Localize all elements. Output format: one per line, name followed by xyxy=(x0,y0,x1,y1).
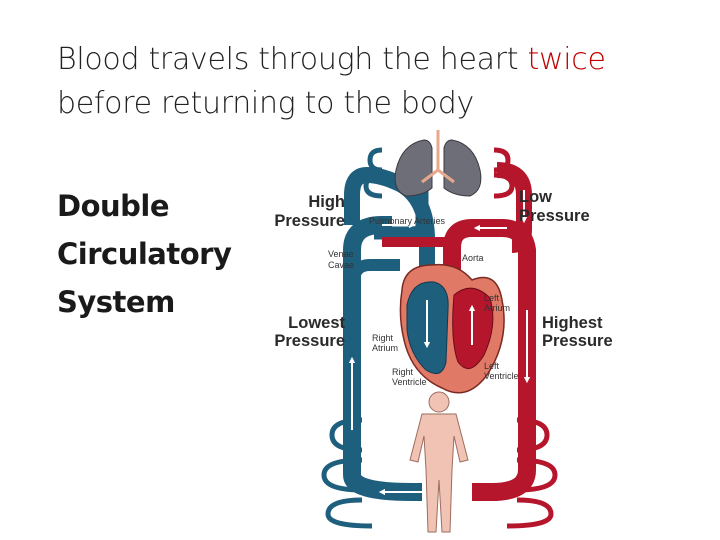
title-part-2: before returning to the body xyxy=(57,86,474,121)
side-label-line-3: System xyxy=(57,285,175,319)
label-left-ventricle-1: Left xyxy=(484,361,500,371)
body-head xyxy=(428,391,450,413)
lowest-pressure-line-1: Lowest xyxy=(288,314,345,332)
body-capillaries-left xyxy=(321,417,373,529)
body-torso xyxy=(409,413,469,533)
slide-title: Blood travels through the heart twice be… xyxy=(57,38,697,126)
high-pressure-line-1: High xyxy=(308,193,345,211)
body-capillaries-right xyxy=(506,417,558,529)
label-left-atrium-1: Left xyxy=(484,293,500,303)
circulation-diagram-svg: High Pressure Low Pressure Lowest Pressu… xyxy=(274,130,613,533)
lungs-illustration xyxy=(394,130,482,197)
highest-pressure-line-2: Pressure xyxy=(542,332,613,350)
low-pressure-line-1: Low xyxy=(519,188,552,206)
label-venae-cavae-2: Cavae xyxy=(328,260,354,270)
low-pressure-line-2: Pressure xyxy=(519,207,590,225)
right-lung xyxy=(443,139,482,197)
label-right-ventricle-2: Ventricle xyxy=(392,377,427,387)
circulation-diagram: High Pressure Low Pressure Lowest Pressu… xyxy=(262,130,642,535)
label-aorta: Aorta xyxy=(462,253,484,263)
side-label: Double Circulatory System xyxy=(57,182,257,326)
structure-labels: Pulmonary Arteries Aorta Venae Cavae Lef… xyxy=(328,216,519,387)
highest-pressure-line-1: Highest xyxy=(542,314,603,332)
heart-illustration xyxy=(399,263,505,394)
pressure-labels: High Pressure Low Pressure Lowest Pressu… xyxy=(274,188,612,350)
left-lung xyxy=(394,139,433,197)
label-right-ventricle-1: Right xyxy=(392,367,414,377)
aorta-arch xyxy=(443,219,536,501)
deoxygenated-circuit xyxy=(321,147,435,529)
label-right-atrium-2: Atrium xyxy=(372,343,398,353)
label-pulmonary-arteries: Pulmonary Arteries xyxy=(369,216,446,226)
side-label-line-2: Circulatory xyxy=(57,237,232,271)
high-pressure-line-2: Pressure xyxy=(274,212,345,230)
oxygenated-circuit xyxy=(382,147,558,529)
vena-cava-vessel xyxy=(348,259,400,283)
human-body-illustration xyxy=(409,391,469,533)
trachea xyxy=(421,130,455,184)
side-label-line-1: Double xyxy=(57,189,170,223)
title-part-1: Blood travels through the heart xyxy=(57,42,519,77)
label-venae-cavae-1: Venae xyxy=(328,249,354,259)
lowest-pressure-line-2: Pressure xyxy=(274,332,345,350)
label-left-atrium-2: Atrium xyxy=(484,303,510,313)
title-emphasis-word: twice xyxy=(527,42,606,77)
label-left-ventricle-2: Ventricle xyxy=(484,371,519,381)
label-right-atrium-1: Right xyxy=(372,333,394,343)
lung-capillaries-left xyxy=(363,147,383,199)
lung-capillaries-right xyxy=(493,147,515,199)
